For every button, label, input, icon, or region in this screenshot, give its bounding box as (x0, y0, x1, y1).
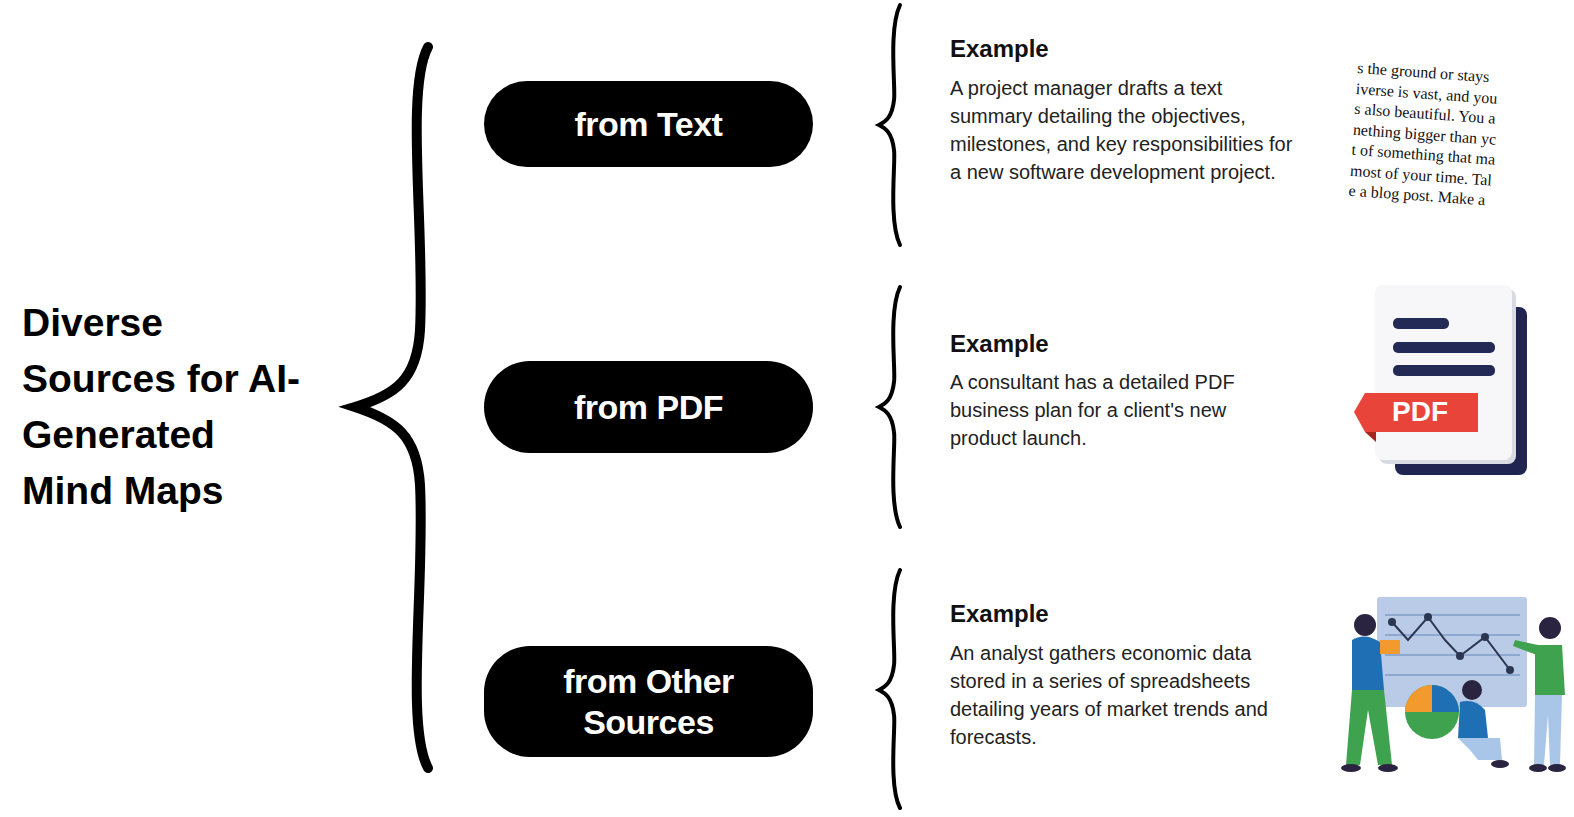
example-text: An analyst gathers economic data stored … (950, 639, 1295, 751)
diagram-title: Diverse Sources for AI-Generated Mind Ma… (22, 295, 312, 519)
source-pill: from Text (484, 81, 813, 167)
pill-label: from Other Sources (524, 661, 773, 743)
analyst-illustration (1341, 597, 1566, 772)
example-heading: Example (950, 599, 1049, 629)
pill-text-group: from PDF (574, 387, 723, 428)
example-text: A consultant has a detailed PDF business… (950, 368, 1295, 452)
main-brace (355, 47, 428, 768)
pill-text-group: from Other Sources (524, 661, 773, 743)
pdf-icon (1354, 285, 1527, 475)
source-pill: from Other Sources (484, 646, 813, 757)
source-pill: from PDF (484, 361, 813, 453)
small-brace (879, 570, 900, 808)
text-excerpt-image: s the ground or staysiverse is vast, and… (1348, 58, 1548, 214)
example-heading: Example (950, 34, 1049, 64)
example-heading: Example (950, 329, 1049, 359)
example-text: A project manager drafts a text summary … (950, 74, 1295, 186)
small-brace (879, 5, 900, 245)
pill-label: from PDF (574, 387, 723, 428)
pill-text-group: from Text (575, 104, 723, 145)
small-brace (879, 287, 900, 527)
pdf-tag-label: PDF (1392, 396, 1448, 428)
pill-label: from Text (575, 104, 723, 145)
